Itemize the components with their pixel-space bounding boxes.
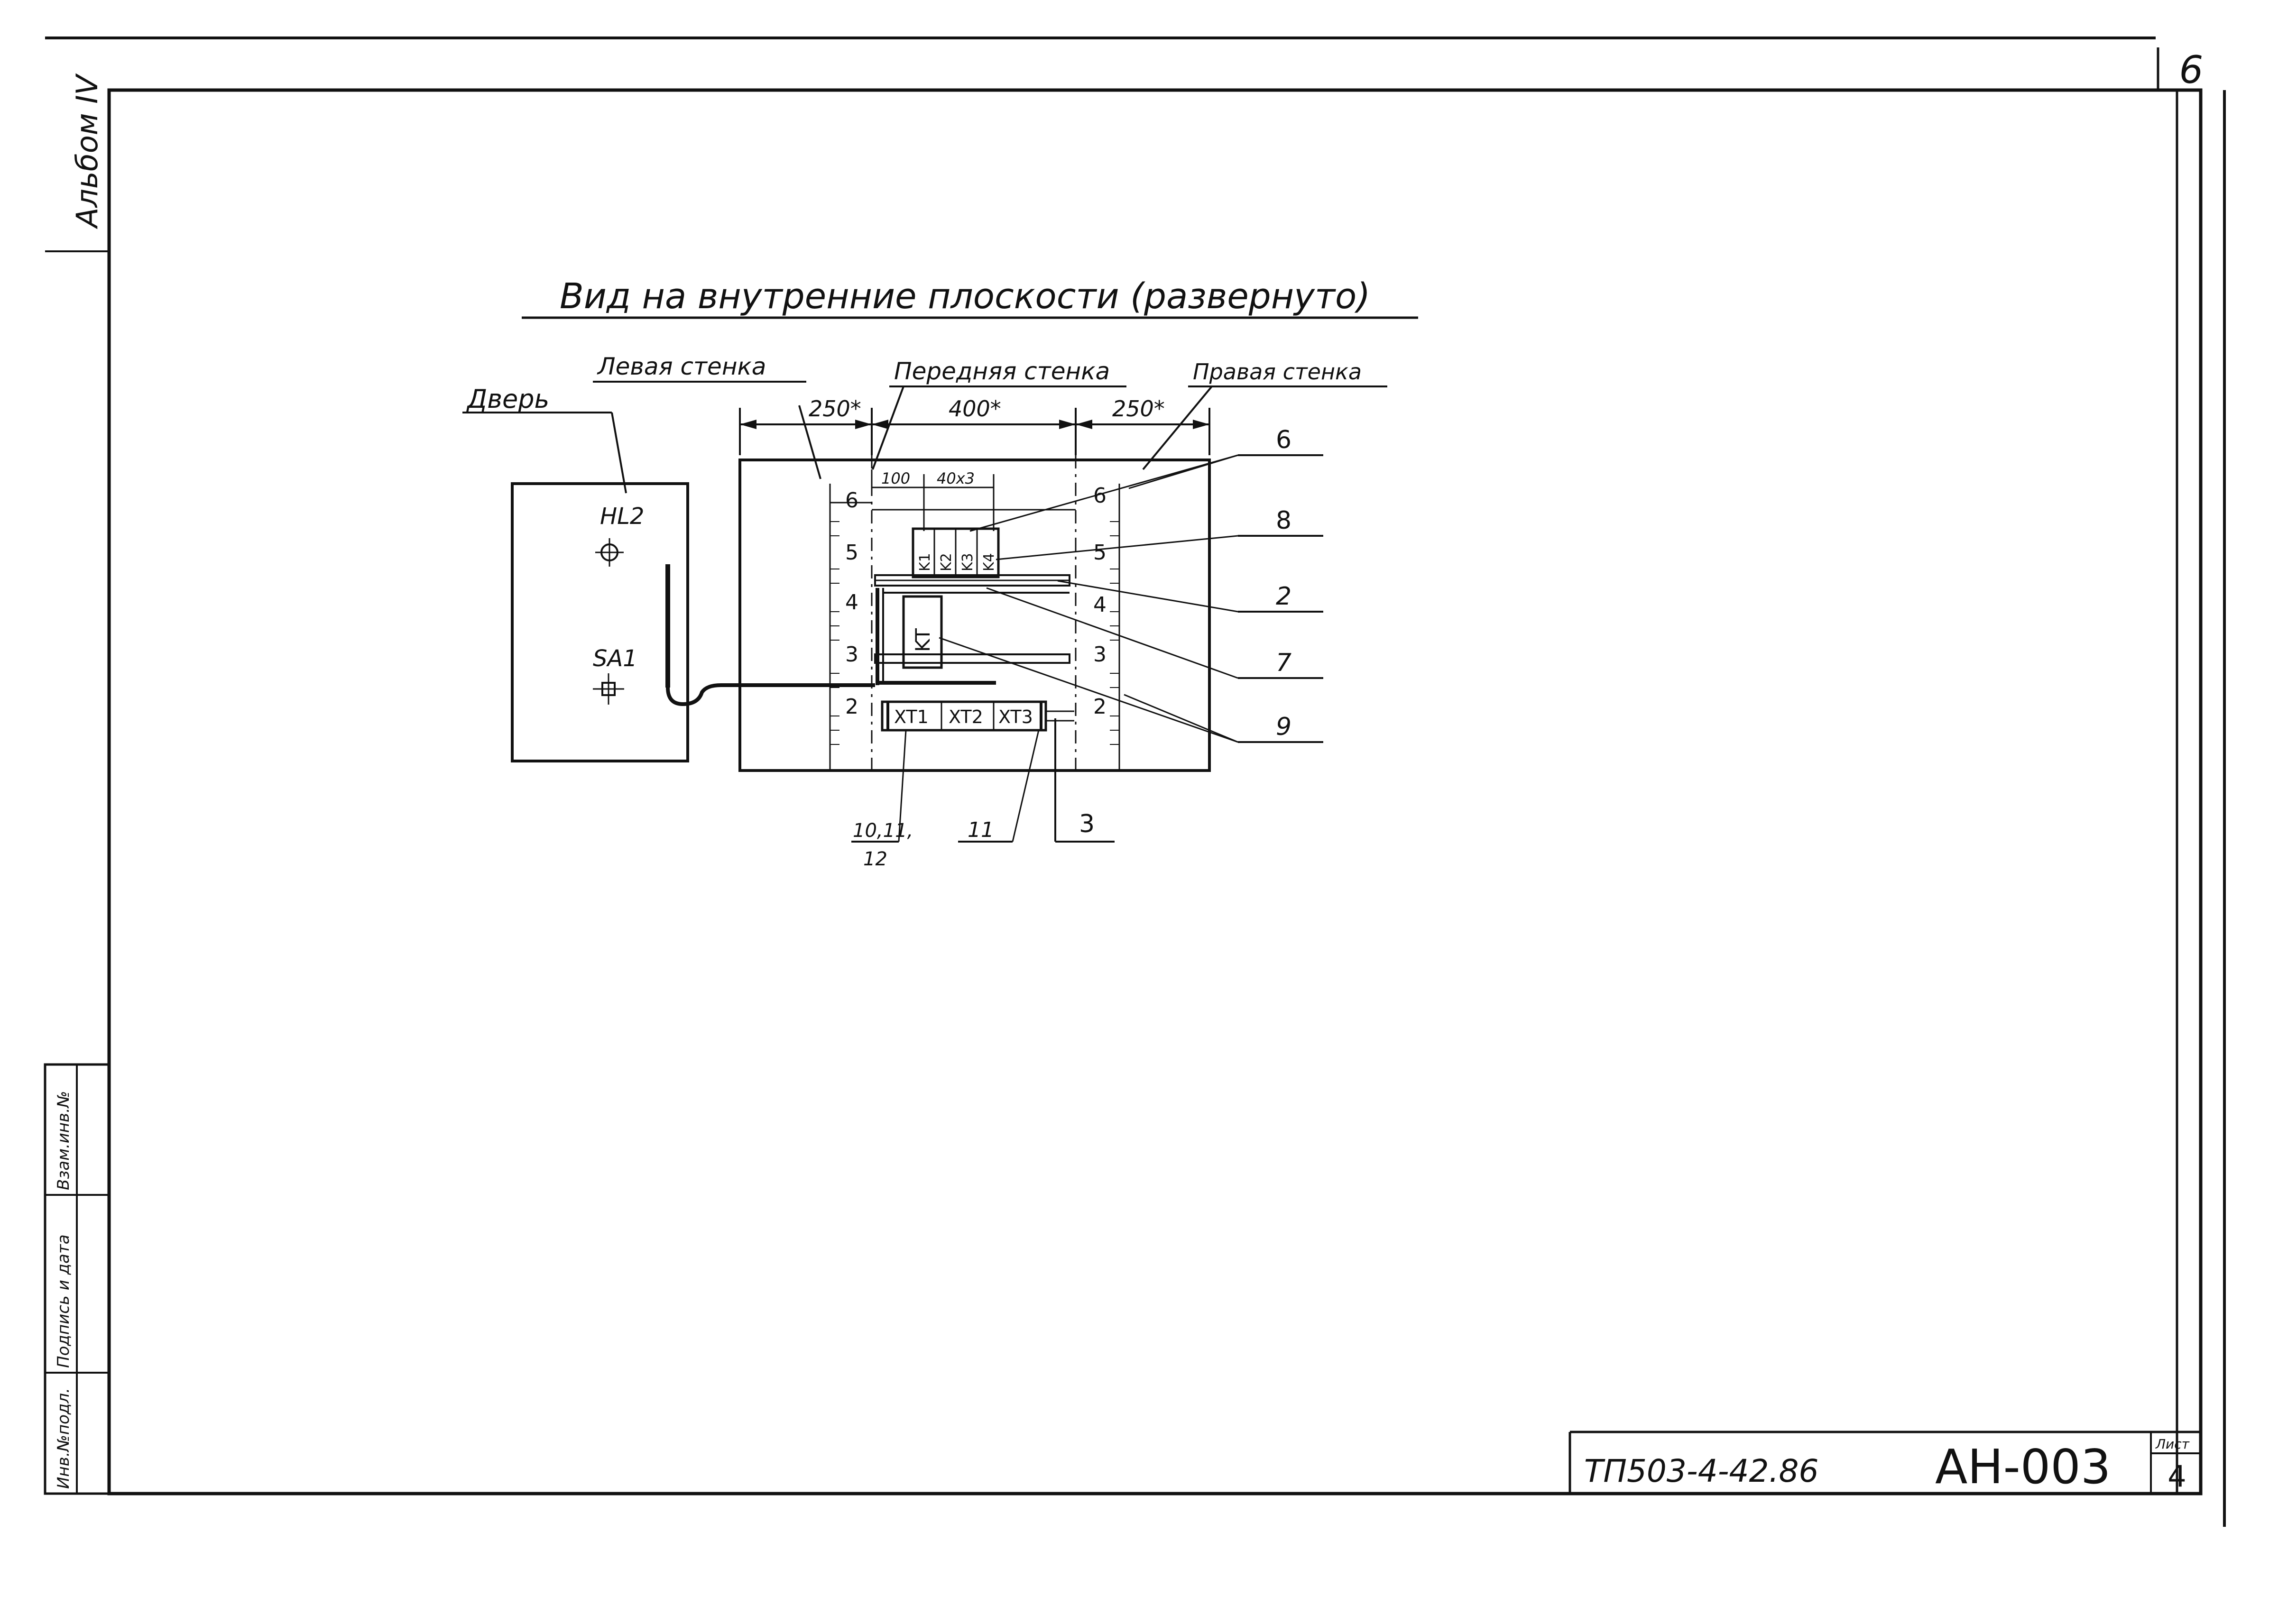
door-panel [511, 482, 875, 762]
lamp-icon [595, 538, 624, 567]
terminal-block [881, 700, 1074, 732]
rail-left-6: 6 [845, 488, 858, 513]
terminal-xt1: XT1 [894, 706, 929, 727]
door-item-sa1: SA1 [593, 645, 637, 672]
rail-right-5: 5 [1093, 541, 1107, 565]
leader-10-11: 10,11, [853, 820, 913, 842]
relay-block [912, 527, 1000, 578]
leader-12: 12 [863, 848, 887, 870]
relay-k2: K2 [938, 553, 955, 571]
label-front-wall: Передняя стенка [894, 358, 1110, 385]
leader-3: 3 [1079, 810, 1095, 838]
leader-9: 9 [1276, 713, 1291, 741]
rail-right-4: 4 [1093, 593, 1107, 617]
dim-left: 250* [809, 396, 861, 422]
sheet-number: 4 [2168, 1459, 2186, 1494]
right-wall-scale [1110, 521, 1119, 745]
drawing-title: Вид на внутренние плоскости (развернуто) [560, 276, 1370, 317]
dim-right: 250* [1112, 396, 1165, 422]
corner-sheet-number: 6 [2179, 48, 2204, 92]
leader-6: 6 [1276, 426, 1291, 454]
title-block: ТП503-4-42.86 АН-003 Лист 4 [1568, 1431, 2201, 1495]
dim-front: 400* [949, 396, 1001, 422]
terminal-xt2: XT2 [949, 706, 983, 727]
relay-k1: K1 [917, 553, 933, 571]
leader-2: 2 [1276, 582, 1291, 611]
album-label: Альбом IV [70, 73, 104, 229]
left-wall-scale [830, 502, 872, 745]
leader-7: 7 [1276, 649, 1291, 677]
relay-k4: K4 [981, 553, 997, 571]
label-right-wall: Правая стенка [1193, 359, 1362, 385]
stamp-cell-replace: Взам.инв.№ [54, 1091, 73, 1190]
rail-left-5: 5 [845, 541, 858, 565]
din-rails [874, 574, 1070, 685]
sheet-code: АН-003 [1935, 1439, 2111, 1495]
sheet-label: Лист [2155, 1436, 2190, 1452]
door-item-hl2: HL2 [600, 503, 644, 530]
doc-code: ТП503-4-42.86 [1584, 1453, 1818, 1489]
stamp-cell-inv: Инв.№подл. [54, 1388, 73, 1489]
rail-right-3: 3 [1093, 642, 1107, 667]
switch-icon [593, 673, 624, 705]
label-left-wall: Левая стенка [597, 353, 766, 380]
rail-left-2: 2 [845, 695, 858, 719]
leader-8: 8 [1276, 506, 1291, 535]
rail-right-2: 2 [1093, 695, 1107, 719]
relay-k3: K3 [959, 553, 976, 571]
terminal-xt3: XT3 [998, 706, 1033, 727]
bottom-leaders [851, 718, 1115, 843]
leader-11: 11 [968, 818, 994, 842]
sheet-frame [45, 37, 2226, 1527]
leader-lines [939, 454, 1323, 743]
dimension-line [739, 408, 1210, 455]
rail-left-3: 3 [845, 642, 858, 667]
stamp-cell-signature: Подпись и дата [54, 1234, 73, 1368]
rail-left-4: 4 [845, 590, 858, 615]
timer-relay [902, 595, 943, 669]
cabinet-outline [738, 455, 1211, 772]
dim-offset: 100 [881, 469, 910, 487]
side-stamp: Инв.№подл. Подпись и дата Взам.инв.№ [44, 1063, 111, 1495]
timer-kt: KT [911, 628, 934, 652]
dim-spacing: 40x3 [937, 469, 975, 487]
label-door: Дверь [466, 384, 549, 414]
